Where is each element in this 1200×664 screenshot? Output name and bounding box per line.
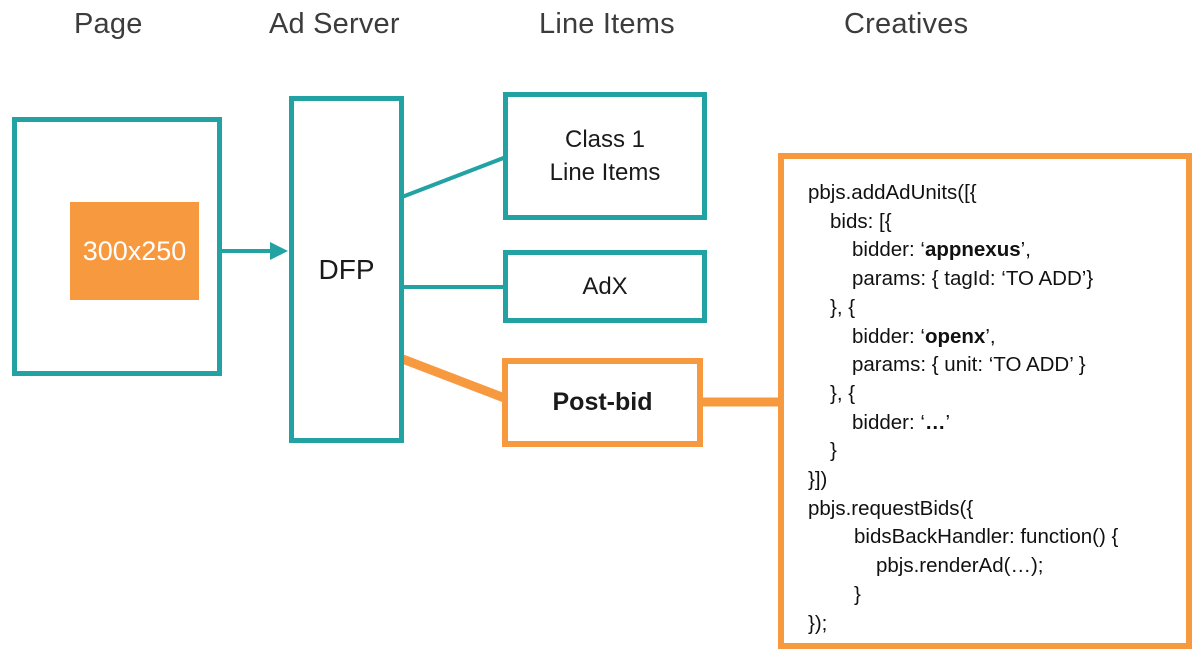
code-line: bidsBackHandler: function() { <box>854 525 1119 549</box>
code-line: bidder: ‘appnexus’, <box>852 238 1031 262</box>
code-line: params: { unit: ‘TO ADD’ } <box>852 353 1086 377</box>
dfp-box: DFP <box>289 96 404 443</box>
code-line: params: { tagId: ‘TO ADD’} <box>852 267 1094 291</box>
code-line: bidder: ‘openx’, <box>852 324 996 348</box>
code-line: }, { <box>830 381 856 405</box>
arrowhead-icon <box>270 242 288 260</box>
postbid-label: Post-bid <box>552 388 653 416</box>
column-header-page: Page <box>74 8 143 40</box>
code-line: }]) <box>808 468 828 492</box>
code-line: } <box>830 439 837 463</box>
code-line: }); <box>808 611 828 635</box>
code-line: }, { <box>830 295 856 319</box>
creatives-code-box: pbjs.addAdUnits([{ bids: [{ bidder: ‘appne… <box>778 153 1192 649</box>
column-header-ad-server: Ad Server <box>269 8 400 40</box>
adx-box: AdX <box>503 250 707 323</box>
connector-dfp-to-class1 <box>401 155 507 199</box>
code-line: pbjs.requestBids({ <box>808 496 974 520</box>
column-header-line-items: Line Items <box>539 8 675 40</box>
connector-dfp-to-postbid <box>398 353 509 404</box>
column-header-creatives: Creatives <box>844 8 969 40</box>
code-line: } <box>854 582 861 606</box>
dfp-label: DFP <box>318 253 375 285</box>
ad-slot-label: 300x250 <box>82 235 187 266</box>
creatives-code: pbjs.addAdUnits([{ bids: [{ bidder: ‘appne… <box>808 179 1180 638</box>
code-line: pbjs.addAdUnits([{ <box>808 181 977 204</box>
code-line: bids: [{ <box>830 209 892 233</box>
code-line: bidder: ‘…’ <box>852 410 950 434</box>
class1-line-items-box: Class 1 Line Items <box>503 92 707 220</box>
ad-slot-box: 300x250 <box>70 202 199 300</box>
postbid-box: Post-bid <box>502 358 703 447</box>
class1-label-line1: Class 1 <box>564 126 646 153</box>
adx-label: AdX <box>582 272 628 300</box>
code-line: pbjs.renderAd(…); <box>876 554 1044 578</box>
class1-label-line2: Line Items <box>549 159 661 186</box>
